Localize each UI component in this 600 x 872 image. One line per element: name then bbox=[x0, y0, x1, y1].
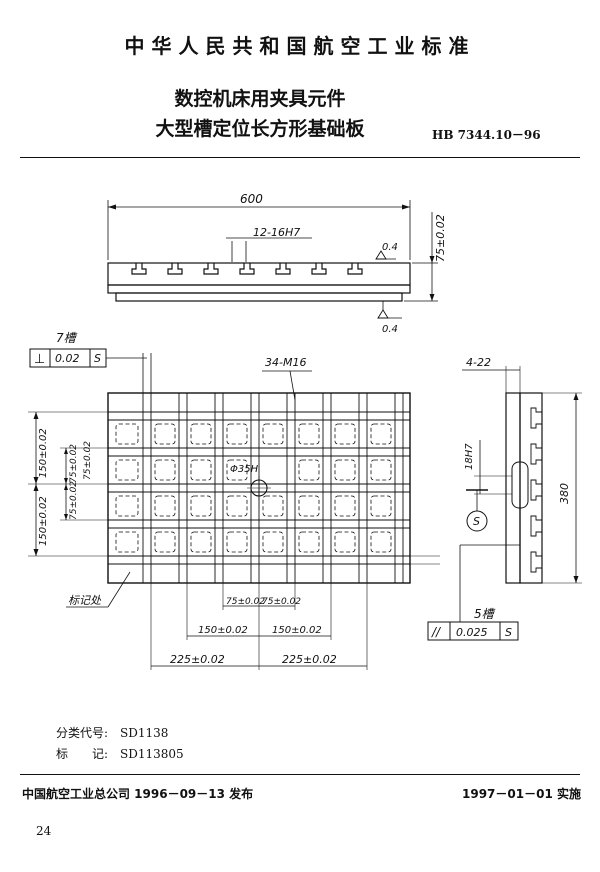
perpendicularity-value: 0.02 bbox=[55, 352, 80, 365]
datum-label: S bbox=[473, 515, 480, 528]
perpendicularity-datum: S bbox=[94, 352, 101, 365]
t-slots-plan bbox=[107, 393, 410, 583]
t-slots-side bbox=[530, 407, 542, 573]
header-rule bbox=[20, 157, 580, 158]
dim-v-75-a: 75±0.02 bbox=[69, 444, 79, 483]
dim-v-150-bottom: 150±0.02 bbox=[38, 496, 49, 546]
roughness-bottom: 0.4 bbox=[382, 324, 398, 335]
class-code-value: SD1138 bbox=[120, 726, 169, 740]
dim-height-75: 75±0.02 bbox=[434, 214, 447, 262]
parallelism-value: 0.025 bbox=[456, 626, 488, 639]
dim-h-75-right: 75±0.02 bbox=[262, 597, 301, 607]
class-code-row: 分类代号: SD1138 bbox=[56, 724, 168, 741]
standard-name: 中华人民共和国航空工业标准 bbox=[124, 34, 476, 58]
mark-value: SD113805 bbox=[120, 747, 184, 761]
pockets bbox=[115, 423, 392, 553]
effective-line: 1997－01－01 实施 bbox=[462, 787, 581, 801]
footer-rule bbox=[20, 774, 580, 775]
side-view: 4-22 380 18H7 S 5槽 // 0.025 S bbox=[427, 356, 582, 641]
slot-count-label: 7槽 bbox=[56, 331, 78, 345]
page-number: 24 bbox=[36, 824, 52, 838]
title-line1: 数控机床用夹具元件 bbox=[174, 88, 346, 110]
mark-row: 标 记: SD113805 bbox=[56, 745, 184, 762]
dim-h-150-left: 150±0.02 bbox=[198, 625, 248, 636]
title-line2: 大型槽定位长方形基础板 bbox=[155, 118, 365, 140]
center-hole-label: Φ35H bbox=[230, 464, 259, 475]
thread-callout: 34-M16 bbox=[265, 356, 306, 369]
dim-v-75-b: 75±0.02 bbox=[69, 481, 79, 520]
holes-callout: 4-22 bbox=[466, 356, 491, 369]
mark-label: 标 记: bbox=[56, 747, 109, 761]
slot-fit-label: 18H7 bbox=[464, 443, 475, 470]
t-slots-front bbox=[131, 263, 363, 275]
issuer-line: 中国航空工业总公司 1996－09－13 发布 bbox=[22, 787, 254, 801]
dim-v-75-c: 75±0.02 bbox=[83, 441, 93, 480]
class-code-label: 分类代号: bbox=[56, 726, 109, 740]
perpendicularity-symbol: ⊥ bbox=[34, 352, 45, 367]
dim-h-75-left: 75±0.02 bbox=[226, 597, 265, 607]
dim-side-380: 380 bbox=[558, 483, 571, 504]
plan-view: Φ35H 34-M16 7槽 ⊥ 0.02 S 150±0.02 150±0.0… bbox=[28, 331, 440, 670]
parallelism-symbol: // bbox=[431, 625, 442, 639]
side-slot-count: 5槽 bbox=[474, 607, 496, 621]
front-view: 600 12-16H7 75±0.02 0.4 0.4 bbox=[107, 192, 447, 335]
dim-h-225-right: 225±0.02 bbox=[282, 653, 337, 666]
dim-h-225-left: 225±0.02 bbox=[170, 653, 225, 666]
slots-callout: 12-16H7 bbox=[253, 226, 300, 239]
mark-location-label: 标记处 bbox=[68, 594, 102, 607]
datum-circle-icon bbox=[466, 510, 488, 532]
parallelism-datum: S bbox=[505, 626, 512, 639]
dim-h-150-right: 150±0.02 bbox=[272, 625, 322, 636]
dim-v-150-top: 150±0.02 bbox=[38, 428, 49, 478]
roughness-top: 0.4 bbox=[382, 242, 398, 253]
standard-code: HB 7344.10－96 bbox=[432, 128, 541, 142]
dim-600: 600 bbox=[240, 192, 263, 206]
technical-drawing: 600 12-16H7 75±0.02 0.4 0.4 bbox=[28, 192, 582, 670]
